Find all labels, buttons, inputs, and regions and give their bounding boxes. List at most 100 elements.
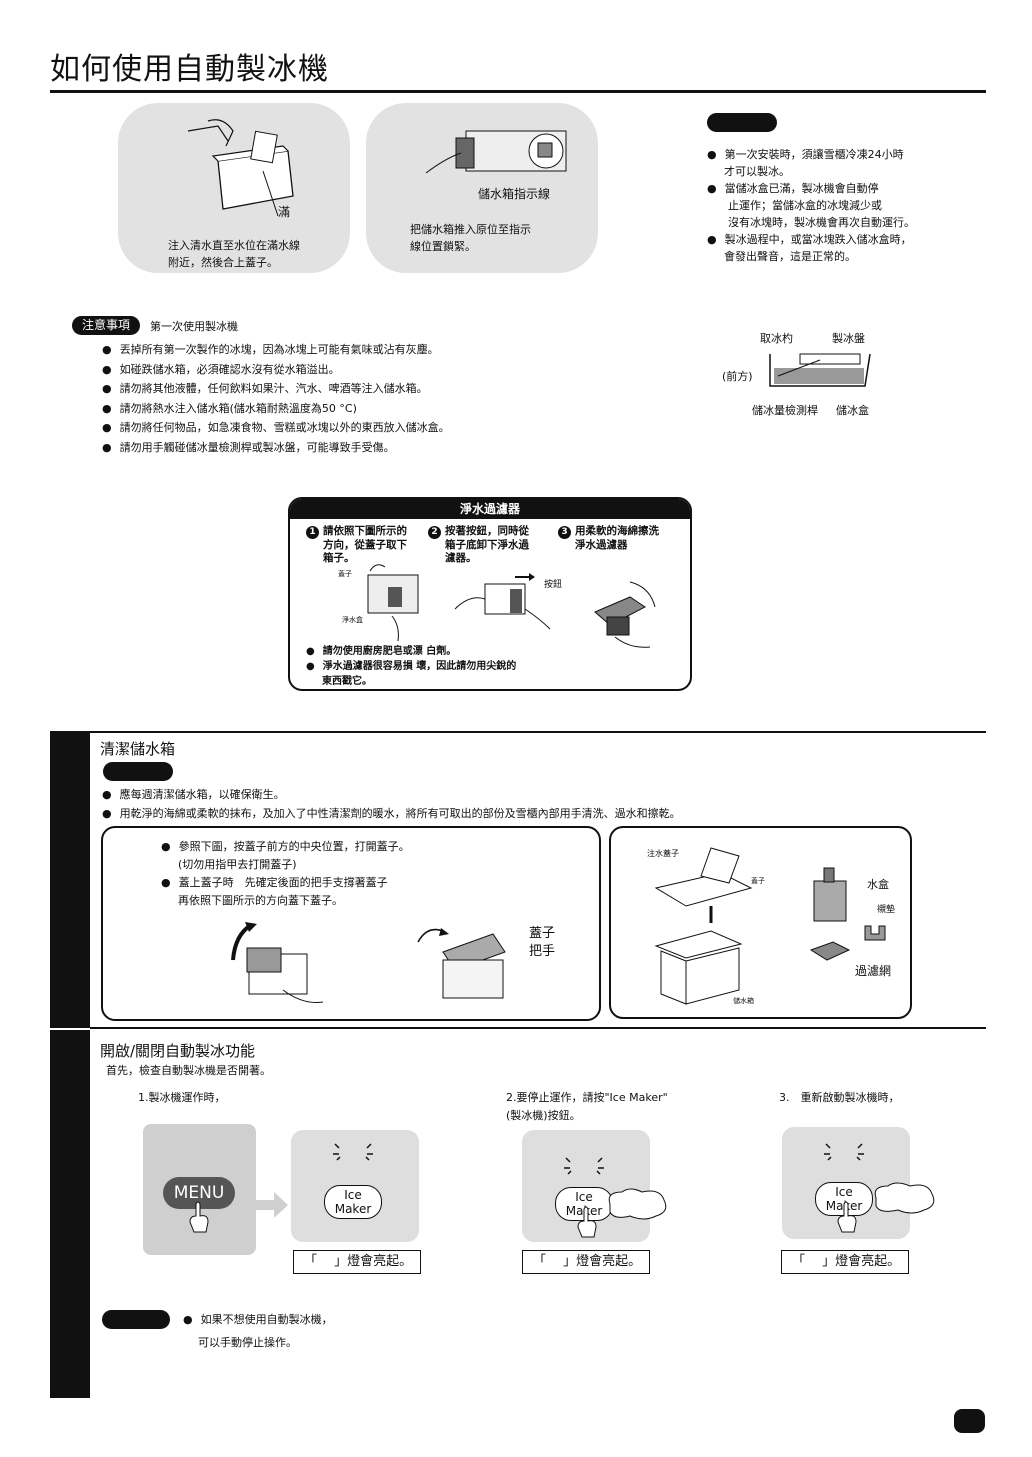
open-lid-illustration	[231, 922, 324, 1003]
filter-title-bar: 淨水過濾器	[290, 499, 690, 519]
filter-box-label: 淨水盒	[342, 616, 363, 624]
filter-title: 淨水過濾器	[459, 502, 520, 516]
lid-instruction-2: 蓋上蓋子時 先確定後面的把手支撐著蓋子	[161, 874, 410, 892]
filter-lid-label: 蓋子	[338, 570, 352, 578]
lid-instructions-box: 參照下圖，按蓋子前方的中央位置，打開蓋子。 (切勿用指甲去打開蓋子) 蓋上蓋子時…	[101, 826, 601, 1021]
water-tank-illustration	[187, 119, 294, 217]
step-number-2: 2	[428, 526, 441, 539]
onoff-step1: 1.製冰機運作時，	[138, 1091, 226, 1104]
clean-list: 應每週清潔儲水箱，以確保衛生。 用乾淨的海綿或柔軟的抹布，及加入了中性清潔劑的暖…	[102, 785, 681, 823]
clean-badge	[103, 762, 173, 781]
right-note-2-cont2: 沒有冰塊時，製冰機會再次自動運行。	[728, 216, 915, 230]
menu-label: MENU	[173, 1183, 225, 1203]
page-number-tab	[954, 1409, 985, 1433]
filter-note-2-cont: 東西戳它。	[322, 676, 372, 687]
fill-caption-line1: 注入清水直至水位在滿水線	[168, 239, 300, 252]
water-box-illustration	[813, 867, 847, 922]
caution-item: 請勿用手觸碰儲冰量檢測桿或製冰盤，可能導致手受傷。	[102, 438, 450, 458]
caution-item: 丟掉所有第一次製作的冰塊，因為冰塊上可能有氣味或沾有灰塵。	[102, 340, 450, 360]
lamp-glow-icon	[564, 1157, 604, 1175]
lever-label: 儲冰量檢測桿	[752, 404, 818, 417]
right-note-1: 第一次安裝時，須讓雪櫃冷凍24小時	[707, 146, 987, 163]
tank-indicator-label: 儲水箱指示線	[478, 187, 551, 201]
caution-item: 請勿將熱水注入儲水箱(儲水箱耐熱溫度為50 °C)	[102, 399, 450, 419]
right-note-3: 製冰過程中，或當冰塊跌入儲冰盒時，	[707, 231, 987, 248]
tank-lid-label: 蓋子	[751, 877, 765, 885]
onoff-step2-line1: 2.要停止運作，請按"Ice Maker"	[506, 1091, 668, 1104]
filter-step1-illustration	[367, 564, 419, 642]
fill-water-panel: 滿 注入清水直至水位在滿水線 附近，然後合上蓋子。	[118, 103, 350, 273]
onoff-step3: 3. 重新啟動製冰機時，	[779, 1091, 900, 1104]
storage-tank-illustration	[654, 930, 743, 1005]
filter-notes: 請勿使用廚房肥皂或漂 白劑。 淨水過濾器很容易損 壞，因此請勿用尖銳的 東西戳它…	[306, 644, 516, 689]
lamp-status-1: 「 」燈會亮起。	[293, 1250, 421, 1274]
ice-box-diagram	[769, 353, 871, 387]
clean-item: 用乾淨的海綿或柔軟的抹布，及加入了中性清潔劑的暖水，將所有可取出的部份及雪櫃內部…	[102, 804, 681, 823]
right-note-1-cont: 才可以製冰。	[724, 165, 790, 179]
section-rule-mid	[90, 1027, 986, 1029]
title-rule	[50, 90, 986, 93]
lid-instruction-2-cont: 再依照下圖所示的方向蓋下蓋子。	[178, 894, 343, 907]
lamp-status-2: 「 」燈會亮起。	[522, 1250, 650, 1274]
clean-item: 應每週清潔儲水箱，以確保衛生。	[102, 785, 681, 804]
finger-icon	[189, 1201, 209, 1233]
front-label: (前方)	[722, 370, 753, 383]
ice-maker-line2: Maker	[334, 1202, 372, 1216]
filter-step3-illustration	[594, 581, 656, 648]
insert-caption-line1: 把儲水箱推入原位至指示	[410, 223, 531, 236]
insert-caption-line2: 線位置鎖緊。	[410, 240, 476, 253]
section-rule-top	[50, 731, 986, 733]
right-notes: 第一次安裝時，須讓雪櫃冷凍24小時 才可以製冰。 當儲冰盒已滿，製冰機會自動停 …	[707, 146, 987, 265]
tank-lid-illustration	[654, 847, 753, 923]
filter-note-1: 請勿使用廚房肥皂或漂 白劑。	[306, 644, 516, 659]
ice-maker-line1: Ice	[575, 1190, 593, 1204]
insert-tank-panel: 儲水箱指示線 把儲水箱推入原位至指示 線位置鎖緊。	[366, 103, 598, 273]
gasket-illustration	[864, 925, 886, 941]
note-badge	[707, 113, 777, 132]
section-tab-clean	[50, 732, 90, 1028]
filter-note-2: 淨水過濾器很容易損 壞，因此請勿用尖銳的	[306, 659, 516, 674]
lamp-glow-icon	[333, 1143, 373, 1161]
bottom-note-line2: 可以手動停止操作。	[198, 1336, 297, 1349]
caution-item: 請勿將任何物品，如急凍食物、雪糕或冰塊以外的東西放入儲冰盒。	[102, 418, 450, 438]
filter-net-illustration	[809, 941, 851, 961]
lid-instructions-text: 參照下圖，按蓋子前方的中央位置，打開蓋子。 (切勿用指甲去打開蓋子) 蓋上蓋子時…	[161, 838, 410, 910]
speech-cloud-icon	[874, 1182, 935, 1214]
ice-maker-button[interactable]: Ice Maker	[324, 1185, 382, 1219]
step-number-3: 3	[558, 526, 571, 539]
close-lid-illustration	[417, 928, 506, 999]
lid-instruction-1-cont: (切勿用指甲去打開蓋子)	[178, 858, 297, 871]
ice-box-label: 儲冰盒	[836, 404, 869, 417]
inlet-lid-label: 注水蓋子	[647, 849, 679, 858]
lamp-status-3: 「 」燈會亮起。	[781, 1250, 909, 1274]
page-title: 如何使用自動製冰機	[50, 52, 329, 87]
step-number-1: 1	[306, 526, 319, 539]
right-note-2: 當儲冰盒已滿，製冰機會自動停	[707, 180, 987, 197]
section-tab-onoff	[50, 1030, 90, 1398]
lid-instruction-1: 參照下圖，按蓋子前方的中央位置，打開蓋子。	[161, 838, 410, 856]
lamp-glow-icon	[824, 1143, 864, 1161]
insert-tank-illustration	[425, 130, 567, 174]
clean-heading: 清潔儲水箱	[100, 740, 176, 758]
arrow-right-icon	[256, 1192, 288, 1218]
filter-button-label: 按鈕	[544, 580, 563, 590]
full-line-label: 滿	[278, 205, 291, 219]
scoop-label: 取冰杓	[760, 332, 793, 345]
finger-icon	[837, 1201, 857, 1233]
onoff-intro: 首先，檢查自動製冰機是否開著。	[106, 1064, 271, 1077]
filter-step2-illustration	[454, 573, 551, 630]
onoff-heading: 開啟/關閉自動製冰功能	[100, 1042, 256, 1060]
caution-item: 請勿將其他液體，任何飲料如果汁、汽水、啤酒等注入儲水箱。	[102, 379, 450, 399]
bottom-note-line1: 如果不想使用自動製冰機，	[183, 1311, 333, 1328]
handle-label: 把手	[529, 944, 556, 959]
tank-parts-box: 注水蓋子 蓋子 儲水箱 水盒 襯墊 過濾網	[609, 826, 912, 1019]
filter-net-label: 過濾網	[855, 964, 892, 978]
bottom-note-bullet	[183, 1313, 201, 1326]
right-note-3-cont: 會發出聲音，這是正常的。	[724, 250, 856, 264]
ice-maker-line1: Ice	[835, 1185, 853, 1199]
caution-heading: 第一次使用製冰機	[150, 320, 238, 333]
onoff-step2-line2: (製冰機)按鈕。	[506, 1109, 581, 1122]
